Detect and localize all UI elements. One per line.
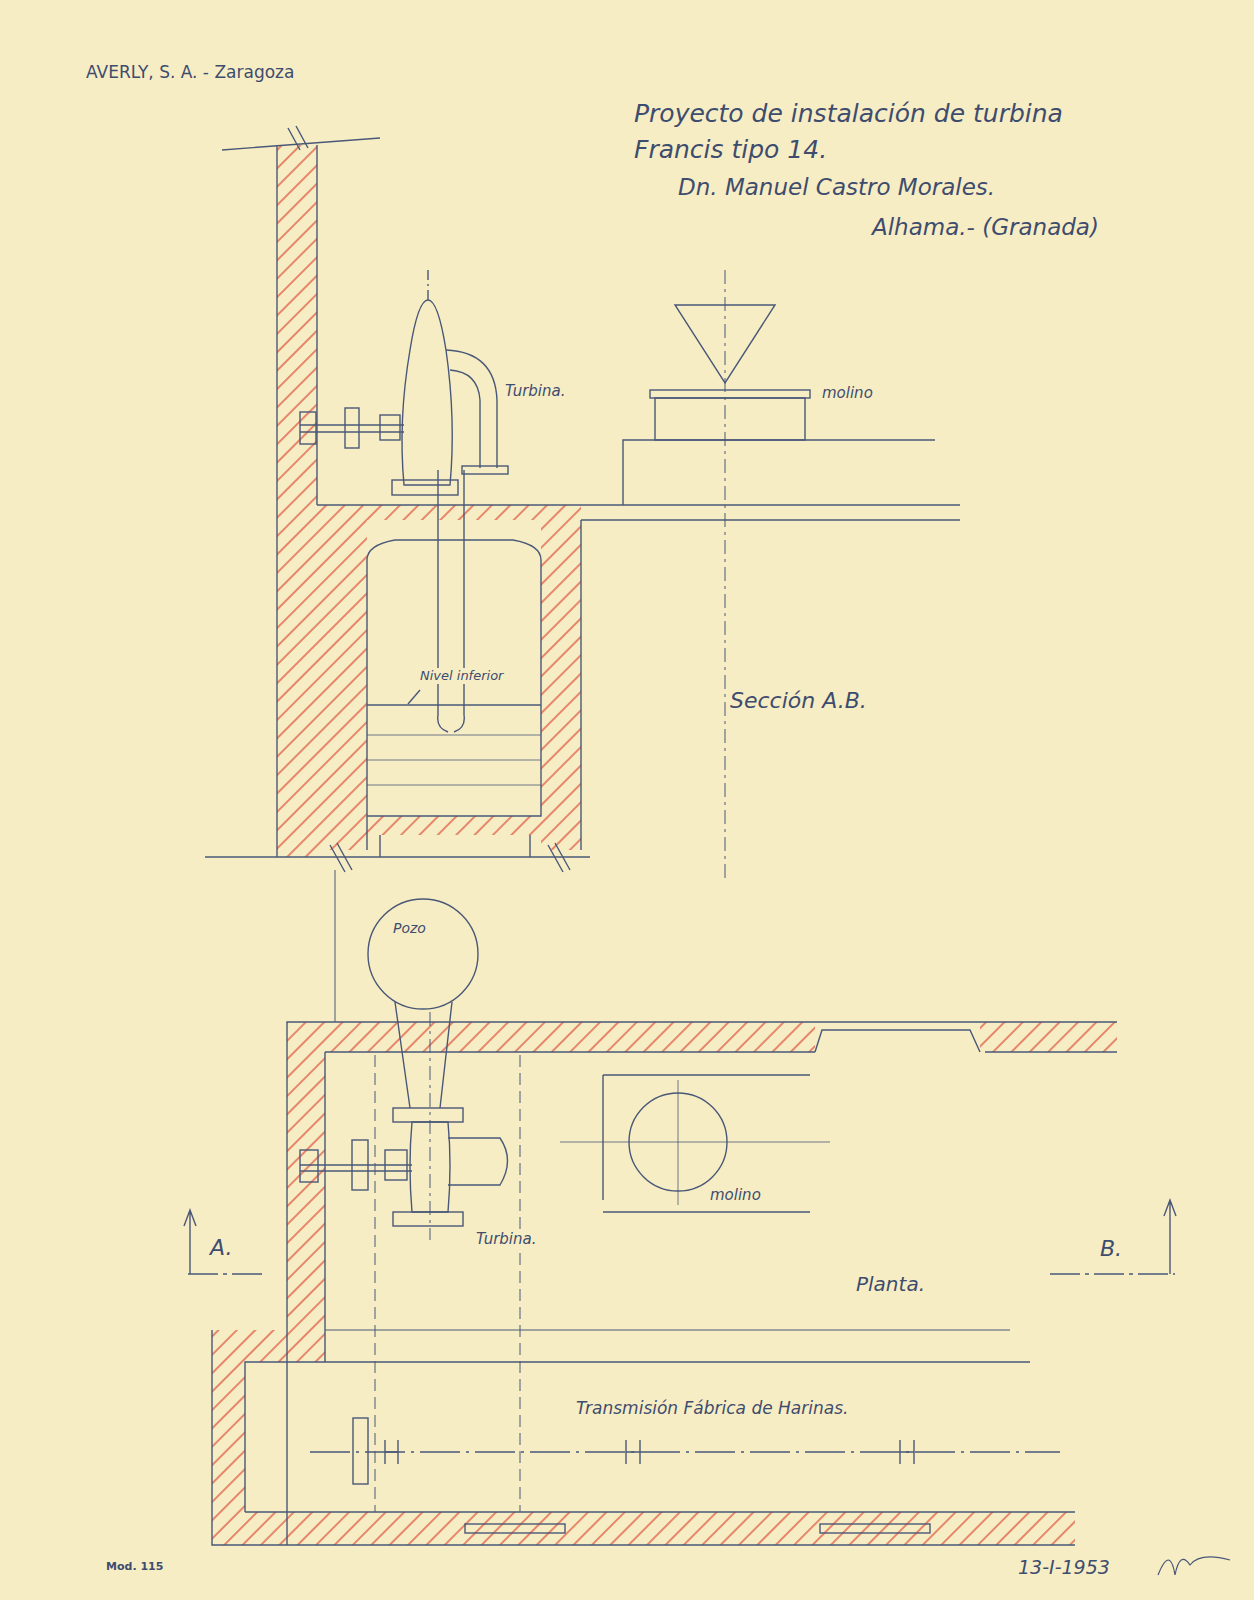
well-circle: Pozo bbox=[367, 898, 479, 1010]
drawing-label: B. bbox=[1098, 1236, 1124, 1262]
drawing-label: molino bbox=[708, 1186, 763, 1204]
drawing-label: Transmisión Fábrica de Harinas. bbox=[574, 1398, 850, 1418]
drawing-label: molino bbox=[820, 384, 875, 402]
drawing-label: AVERLY, S. A. - Zaragoza bbox=[84, 62, 296, 82]
drawing-label: Nivel inferior bbox=[418, 668, 505, 684]
drawing-title: Proyecto de instalación de turbina Franc… bbox=[632, 96, 1136, 169]
drawing-label: 13-I-1953 bbox=[1016, 1556, 1112, 1579]
drawing-label: Turbina. bbox=[503, 382, 567, 400]
drawing-label: Sección A.B. bbox=[728, 688, 869, 714]
drawing-label: Alhama.- (Granada) bbox=[870, 214, 1101, 242]
drawing-label: Turbina. bbox=[474, 1230, 538, 1248]
circle-outline bbox=[367, 898, 479, 1010]
drawing-label: A. bbox=[208, 1235, 234, 1261]
drawing-label: Mod. 115 bbox=[104, 1560, 165, 1573]
drawing-label: Dn. Manuel Castro Morales. bbox=[676, 174, 997, 202]
drawing-label: Planta. bbox=[854, 1272, 927, 1296]
well-label: Pozo bbox=[393, 920, 479, 936]
